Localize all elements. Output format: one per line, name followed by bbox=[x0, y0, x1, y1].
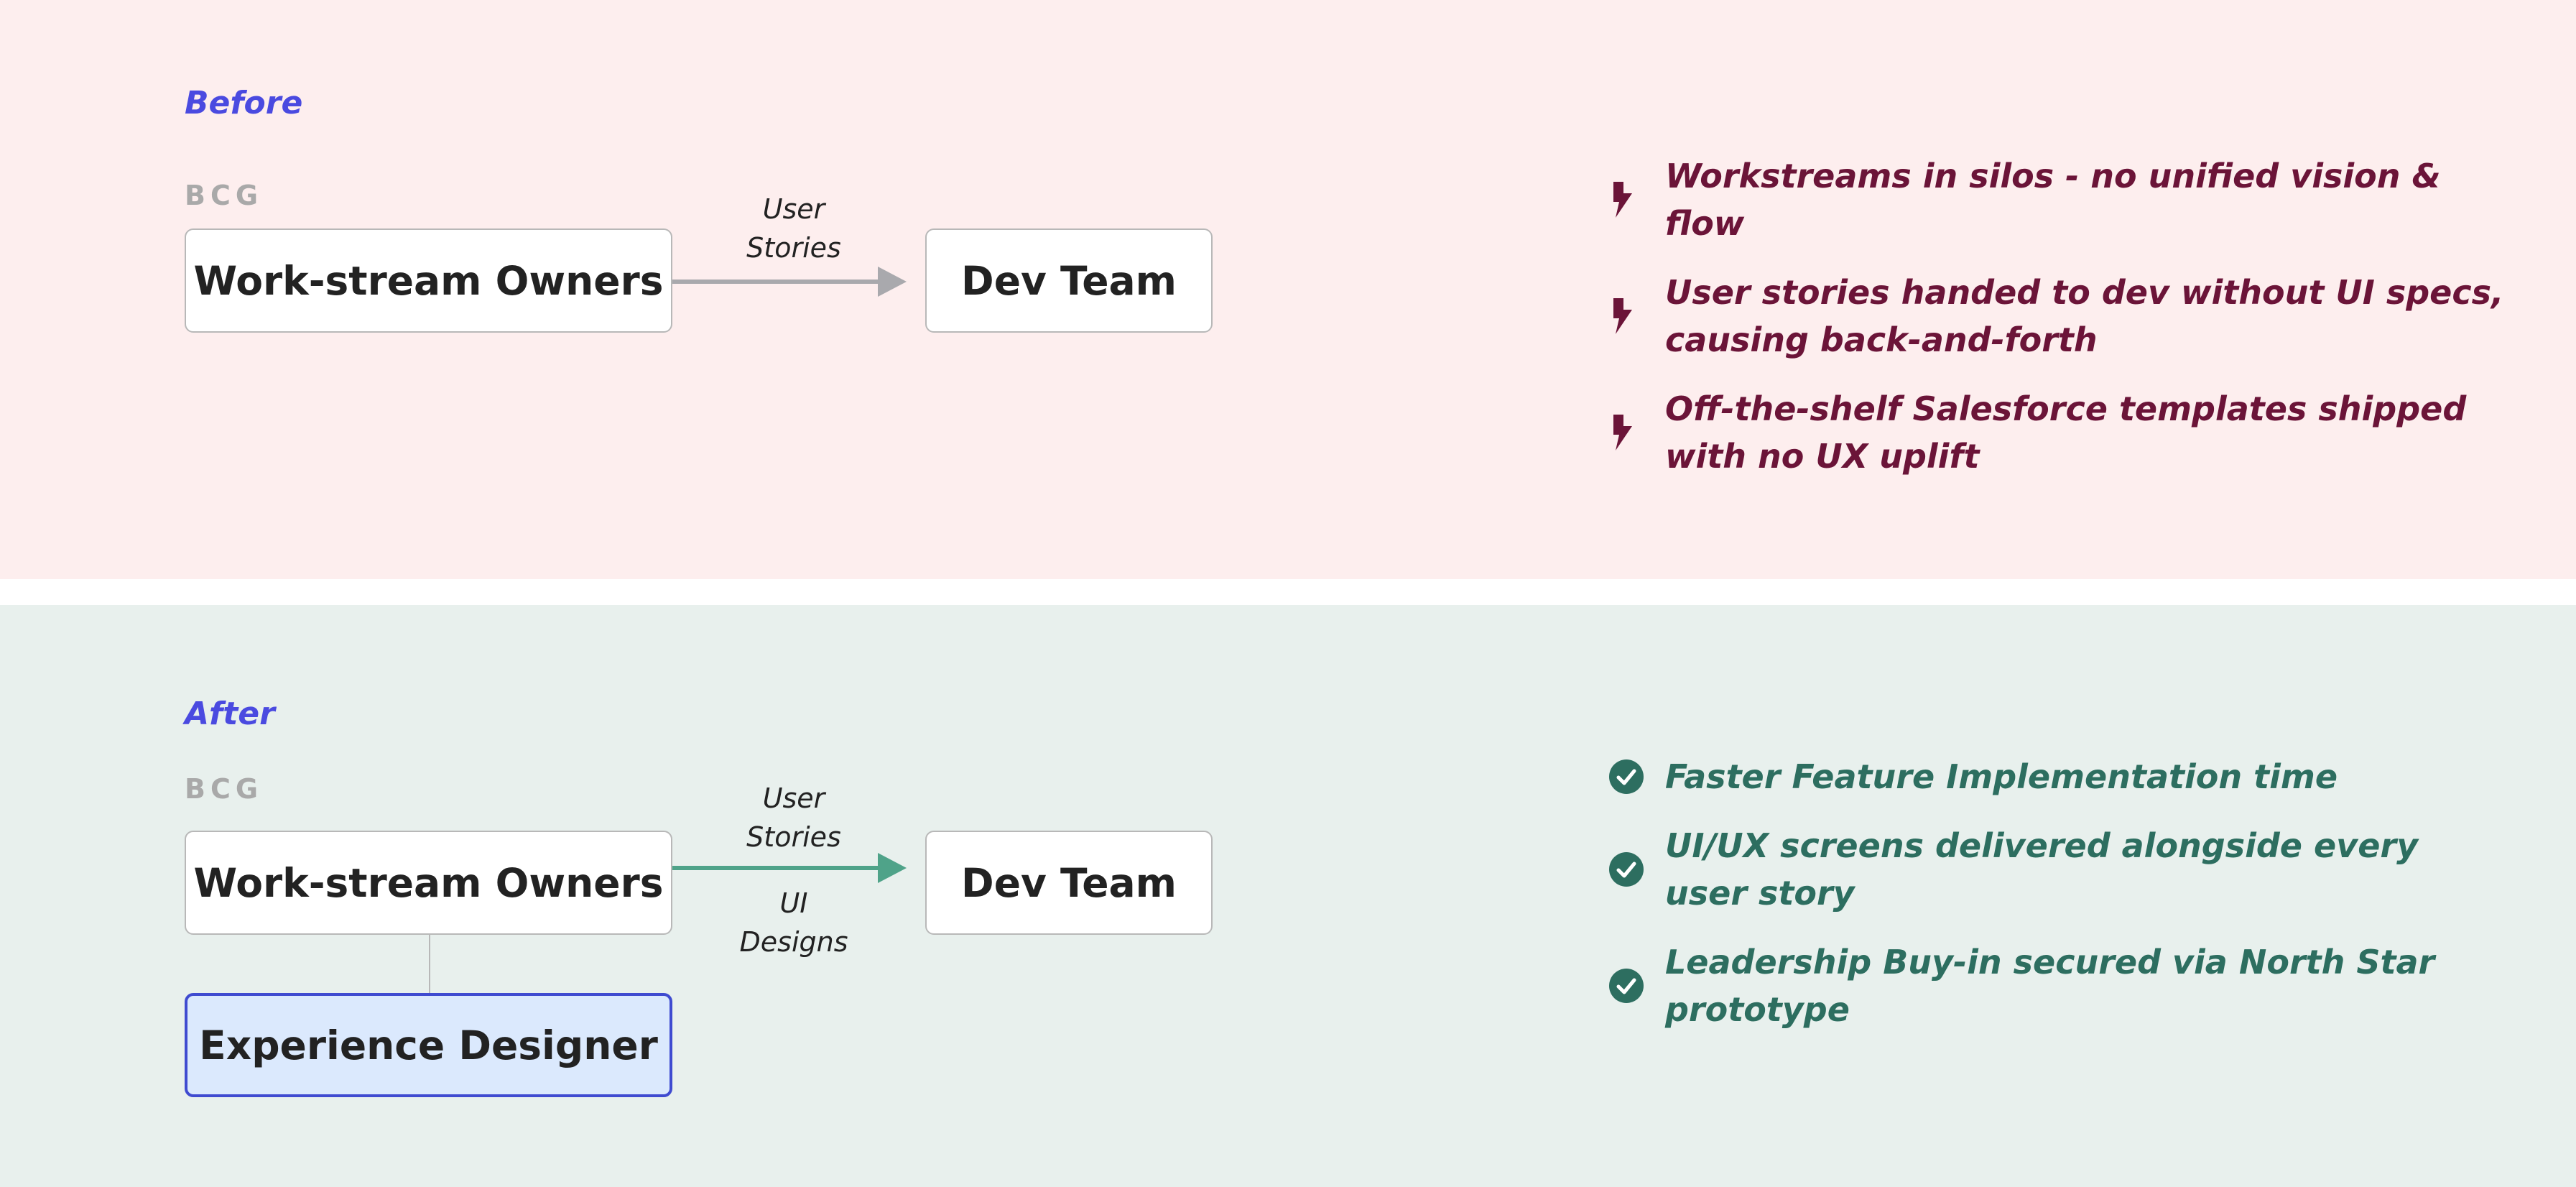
before-user-stories-arrow bbox=[672, 267, 907, 297]
before-edge-label-user-stories: User Stories bbox=[726, 190, 862, 267]
lightning-bolt-icon bbox=[1613, 298, 1632, 334]
before-edge-label-line-1: User bbox=[762, 193, 825, 225]
pain-point-text: User stories handed to dev without UI sp… bbox=[1665, 273, 2504, 359]
after-workstream-owners-node: Work-stream Owners bbox=[185, 831, 672, 935]
list-item: Leadership Buy-in secured via North Star… bbox=[1609, 938, 2507, 1033]
list-item: Off-the-shelf Salesforce templates shipp… bbox=[1609, 385, 2507, 480]
benefit-text: Faster Feature Implementation time bbox=[1665, 757, 2338, 796]
check-circle-icon bbox=[1609, 969, 1644, 1003]
after-edge-label-ui-designs: UI Designs bbox=[726, 884, 862, 961]
before-dev-team-node: Dev Team bbox=[925, 228, 1213, 333]
after-org-label: BCG bbox=[185, 773, 264, 805]
before-pain-points-list: Workstreams in silos - no unified vision… bbox=[1609, 152, 2507, 502]
before-title: Before bbox=[185, 85, 303, 121]
before-workstream-owners-node: Work-stream Owners bbox=[185, 228, 672, 333]
after-edge-label-line-3: UI bbox=[779, 887, 808, 919]
after-edge-label-line-1: User bbox=[762, 782, 825, 814]
before-org-label: BCG bbox=[185, 180, 264, 211]
pain-point-text: Workstreams in silos - no unified vision… bbox=[1665, 157, 2441, 243]
list-item: UI/UX screens delivered alongside every … bbox=[1609, 822, 2507, 917]
after-edge-label-user-stories: User Stories bbox=[726, 779, 862, 856]
list-item: User stories handed to dev without UI sp… bbox=[1609, 269, 2507, 364]
before-panel: Before BCG Work-stream Owners User Stori… bbox=[0, 0, 2576, 579]
after-deliverables-arrow bbox=[672, 853, 907, 883]
check-circle-icon bbox=[1609, 852, 1644, 887]
after-panel: After BCG Work-stream Owners Experience … bbox=[0, 605, 2576, 1187]
list-item: Workstreams in silos - no unified vision… bbox=[1609, 152, 2507, 247]
after-title: After bbox=[185, 696, 275, 732]
list-item: Faster Feature Implementation time bbox=[1609, 753, 2507, 800]
lightning-bolt-icon bbox=[1613, 415, 1632, 451]
before-edge-label-line-2: Stories bbox=[746, 232, 841, 264]
pain-point-text: Off-the-shelf Salesforce templates shipp… bbox=[1665, 389, 2467, 476]
after-experience-designer-node: Experience Designer bbox=[185, 993, 672, 1097]
benefit-text: Leadership Buy-in secured via North Star… bbox=[1665, 943, 2435, 1029]
benefit-text: UI/UX screens delivered alongside every … bbox=[1665, 826, 2419, 913]
after-edge-label-line-4: Designs bbox=[739, 926, 848, 958]
check-circle-icon bbox=[1609, 759, 1644, 794]
after-benefits-list: Faster Feature Implementation time UI/UX… bbox=[1609, 753, 2507, 1055]
after-edge-label-line-2: Stories bbox=[746, 821, 841, 853]
designer-connector-line bbox=[429, 935, 430, 995]
after-dev-team-node: Dev Team bbox=[925, 831, 1213, 935]
lightning-bolt-icon bbox=[1613, 182, 1632, 218]
